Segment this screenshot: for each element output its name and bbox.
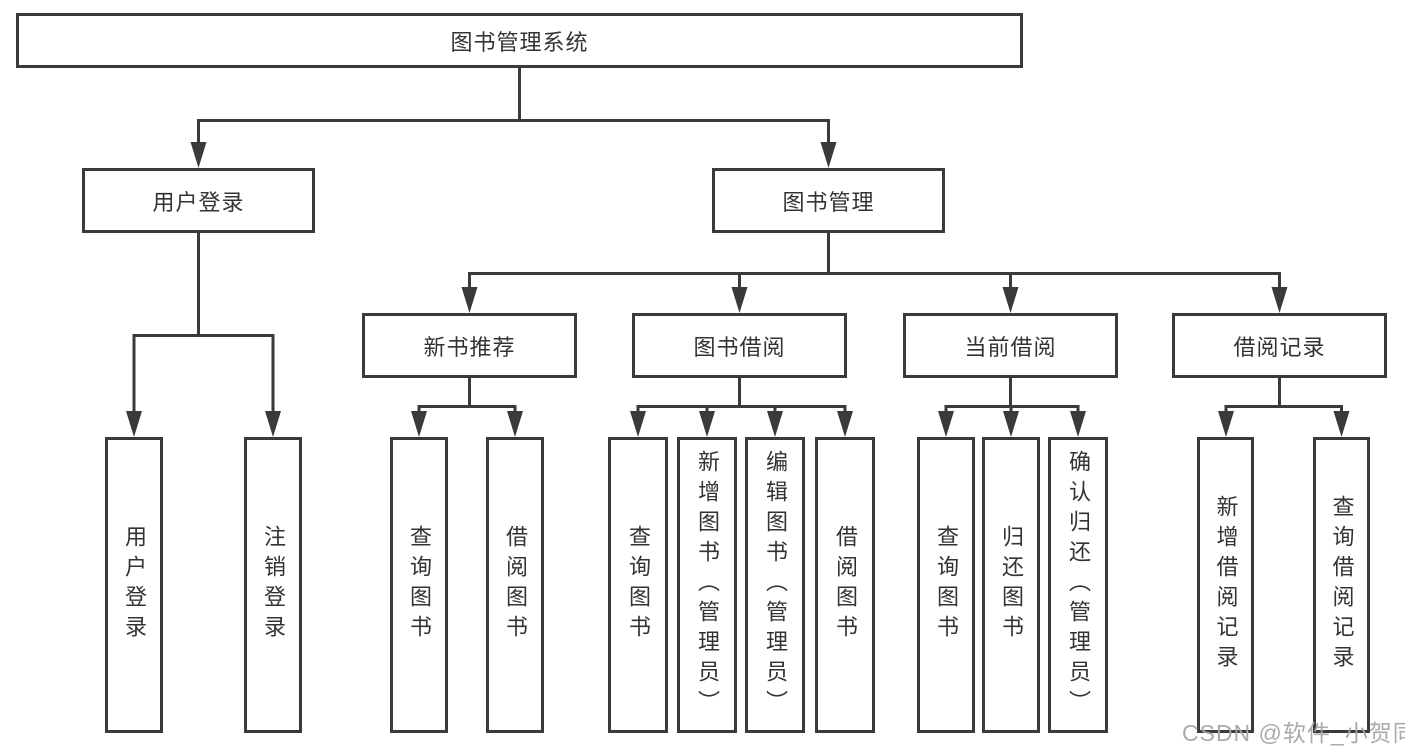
leaf-label: 注销登录 bbox=[261, 525, 286, 645]
leaf-label: 用户登录 bbox=[122, 525, 147, 645]
leaf-label: 确认归还（管理员） bbox=[1066, 450, 1091, 720]
arrow-down-icon bbox=[1271, 287, 1288, 313]
leaf-label: 查询图书 bbox=[934, 525, 959, 645]
node-leaf-query-borrow-record: 查询借阅记录 bbox=[1313, 437, 1370, 733]
arrow-down-icon bbox=[938, 411, 954, 437]
arrow-down-icon bbox=[820, 142, 837, 168]
node-borrowing-records: 借阅记录 bbox=[1172, 313, 1387, 378]
arrow-down-icon bbox=[767, 411, 783, 437]
node-leaf-add-book-admin: 新增图书（管理员） bbox=[677, 437, 737, 733]
node-leaf-return-books: 归还图书 bbox=[982, 437, 1040, 733]
node-book-borrowing: 图书借阅 bbox=[632, 313, 847, 378]
arrow-down-icon bbox=[699, 411, 715, 437]
node-leaf-edit-book-admin: 编辑图书（管理员） bbox=[745, 437, 805, 733]
arrow-down-icon bbox=[411, 411, 427, 437]
watermark-text: CSDN @软件_小贺同学 bbox=[1182, 720, 1405, 746]
arrow-down-icon bbox=[265, 411, 281, 437]
leaf-label: 新增借阅记录 bbox=[1213, 495, 1239, 675]
node-book-management: 图书管理 bbox=[712, 168, 945, 233]
node-leaf-query-books-current: 查询图书 bbox=[917, 437, 975, 733]
connector-new-book-recommend-to-leaves bbox=[411, 377, 523, 437]
node-leaf-confirm-return-admin: 确认归还（管理员） bbox=[1048, 437, 1108, 733]
connector-borrowing-records-to-leaves bbox=[1218, 377, 1350, 437]
connector-root-to-branches bbox=[190, 67, 837, 168]
node-leaf-logout: 注销登录 bbox=[244, 437, 302, 733]
leaf-label: 借阅图书 bbox=[833, 525, 858, 645]
node-root: 图书管理系统 bbox=[16, 13, 1023, 68]
arrow-down-icon bbox=[126, 411, 142, 437]
node-leaf-user-login: 用户登录 bbox=[105, 437, 163, 733]
arrow-down-icon bbox=[837, 411, 853, 437]
node-leaf-add-borrow-record: 新增借阅记录 bbox=[1197, 437, 1254, 733]
connector-book-management-to-sections bbox=[461, 232, 1288, 313]
node-leaf-query-books-recommend: 查询图书 bbox=[390, 437, 448, 733]
leaf-label: 新增图书（管理员） bbox=[695, 450, 720, 720]
leaf-label: 查询图书 bbox=[407, 525, 432, 645]
connector-book-borrowing-to-leaves bbox=[630, 377, 853, 437]
node-user-login: 用户登录 bbox=[82, 168, 315, 233]
arrow-down-icon bbox=[1070, 411, 1086, 437]
connector-current-borrowing-to-leaves bbox=[938, 377, 1086, 437]
arrow-down-icon bbox=[1218, 411, 1234, 437]
node-new-book-recommend: 新书推荐 bbox=[362, 313, 577, 378]
arrow-down-icon bbox=[461, 287, 478, 313]
node-leaf-borrow-books-recommend: 借阅图书 bbox=[486, 437, 544, 733]
connector-user-login-to-leaves bbox=[126, 232, 281, 437]
arrow-down-icon bbox=[190, 142, 207, 168]
arrow-down-icon bbox=[630, 411, 646, 437]
node-leaf-borrow-books-borrowing: 借阅图书 bbox=[815, 437, 875, 733]
leaf-label: 编辑图书（管理员） bbox=[763, 450, 788, 720]
leaf-label: 查询图书 bbox=[626, 525, 651, 645]
node-leaf-query-books-borrowing: 查询图书 bbox=[608, 437, 668, 733]
arrow-down-icon bbox=[731, 287, 748, 313]
arrow-down-icon bbox=[1333, 411, 1350, 437]
leaf-label: 归还图书 bbox=[999, 525, 1024, 645]
leaf-label: 借阅图书 bbox=[503, 525, 528, 645]
arrow-down-icon bbox=[1003, 411, 1019, 437]
leaf-label: 查询借阅记录 bbox=[1329, 495, 1355, 675]
arrow-down-icon bbox=[1002, 287, 1019, 313]
arrow-down-icon bbox=[507, 411, 523, 437]
node-current-borrowing: 当前借阅 bbox=[903, 313, 1118, 378]
